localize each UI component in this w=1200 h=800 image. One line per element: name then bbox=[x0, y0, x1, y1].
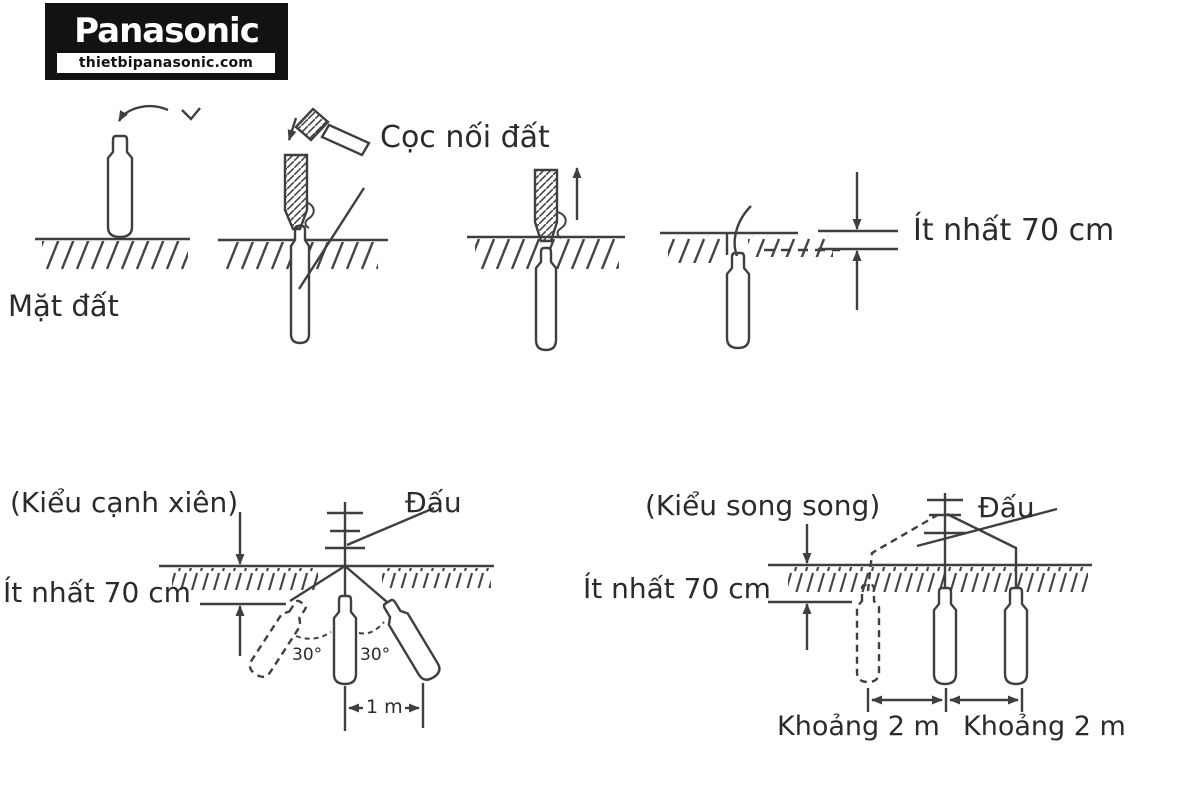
ground-rod-icon bbox=[289, 224, 311, 345]
hammer-head-icon bbox=[294, 107, 330, 142]
ground-rod-icon bbox=[725, 251, 751, 350]
spacing-value-1m: 1 m bbox=[366, 696, 403, 718]
wire-arrow-icon bbox=[117, 105, 169, 122]
rod-vertical-icon bbox=[332, 594, 358, 686]
wire-to-dashed-rod bbox=[866, 511, 942, 592]
splay-wire-right bbox=[344, 565, 388, 603]
ground-hatch bbox=[788, 567, 1088, 592]
wire-hook-icon bbox=[304, 201, 315, 229]
angled-type-diagram bbox=[159, 502, 494, 731]
stake-label: Cọc nối đất bbox=[380, 120, 550, 155]
ground-surface-label: Mặt đất bbox=[8, 289, 119, 323]
panasonic-wordmark: Panasonic bbox=[74, 11, 260, 51]
rod-vertical-icon bbox=[1003, 586, 1029, 686]
driving-sleeve-icon bbox=[533, 168, 559, 243]
ground-rod-icon bbox=[106, 134, 134, 239]
ground-hatch bbox=[172, 568, 318, 590]
step2-hammer-rod bbox=[218, 107, 388, 345]
ground-hatch bbox=[42, 241, 188, 272]
connect-label-right: Đấu bbox=[978, 491, 1035, 524]
depth-label-right: Ít nhất 70 cm bbox=[583, 572, 771, 605]
ground-hatch bbox=[668, 235, 723, 263]
parallel-type-diagram bbox=[768, 493, 1092, 712]
rod-angled-right bbox=[382, 598, 441, 681]
step4-buried-rod bbox=[660, 172, 898, 350]
angle-arc-left bbox=[295, 631, 332, 640]
ground-rod-icon bbox=[534, 246, 558, 352]
spacing-label-right: Khoảng 2 m bbox=[963, 711, 1126, 742]
rod-dashed-icon bbox=[855, 583, 881, 684]
angled-type-title: (Kiểu cạnh xiên) bbox=[10, 486, 239, 519]
connect-lead-line bbox=[346, 506, 435, 547]
wire-hook-icon bbox=[556, 211, 567, 239]
diagonal-guide-line bbox=[297, 187, 366, 290]
angle-arc-right bbox=[358, 621, 385, 635]
chevron-mark-icon bbox=[181, 107, 201, 121]
ground-hatch bbox=[748, 235, 833, 257]
step3-remove-sleeve bbox=[467, 167, 625, 352]
spacing-label-left: Khoảng 2 m bbox=[777, 711, 940, 742]
splay-wire-left bbox=[289, 564, 346, 603]
step1-place-rod bbox=[35, 105, 201, 272]
rod-vertical-icon bbox=[932, 586, 958, 686]
angle-value-right: 30° bbox=[360, 645, 391, 665]
parallel-type-title: (Kiểu song song) bbox=[645, 489, 881, 522]
ground-hatch bbox=[382, 568, 491, 588]
depth-label-top: Ít nhất 70 cm bbox=[913, 213, 1115, 248]
ground-wire-icon bbox=[733, 205, 752, 257]
logo-site-text: thietbipanasonic.com bbox=[57, 53, 275, 73]
connect-lead-line bbox=[916, 507, 1058, 548]
wire-to-right-rod bbox=[946, 512, 1018, 590]
angle-value-left: 30° bbox=[292, 645, 323, 665]
panasonic-logo: Panasonic thietbipanasonic.com bbox=[45, 3, 288, 80]
connect-label-left: Đấu bbox=[405, 486, 462, 519]
depth-label-left: Ít nhất 70 cm bbox=[3, 576, 191, 609]
strike-arrow-icon bbox=[287, 117, 298, 141]
rod-angled-left-dashed bbox=[248, 599, 308, 678]
driving-sleeve-icon bbox=[283, 153, 309, 231]
hammer-handle-icon bbox=[320, 123, 371, 157]
